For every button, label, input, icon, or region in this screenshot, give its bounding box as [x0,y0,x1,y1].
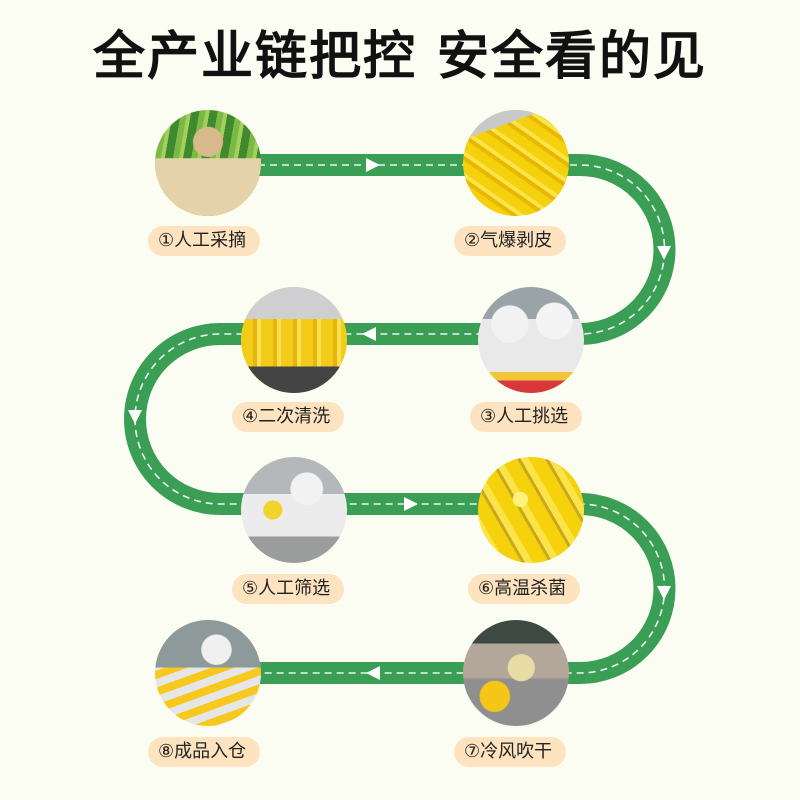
photo-worker-inspecting-corn [241,457,347,563]
photo-drying-corn [463,620,569,726]
step-4-label: ④二次清洗 [232,402,345,432]
step-3-label: ③人工挑选 [470,402,583,432]
arrow-down-icon [128,410,142,424]
step-6-label: ⑥高温杀菌 [468,574,581,604]
step-1-label: ①人工采摘 [148,226,261,256]
step-7-label: ⑦冷风吹干 [454,737,567,767]
photo-packaged-corn-line [155,620,261,726]
photo-corn-boiling [478,457,584,563]
photo-workers-sorting-corn [478,287,584,393]
arrow-down-icon [657,586,671,600]
arrow-right-icon [366,158,380,172]
page-title: 全产业链把控 安全看的见 [92,27,708,87]
arrow-right-icon [404,497,418,511]
arrow-left-icon [362,327,376,341]
step-2-label: ②气爆剥皮 [454,226,567,256]
photo-peeled-corn-cobs [463,110,569,216]
photo-corn-washing-conveyor [241,287,347,393]
arrow-down-icon [657,246,671,260]
step-5-label: ⑤人工筛选 [232,574,345,604]
step-8-label: ⑧成品入仓 [148,737,261,767]
photo-farmer-in-corn-field [155,110,261,216]
arrow-left-icon [366,666,380,680]
